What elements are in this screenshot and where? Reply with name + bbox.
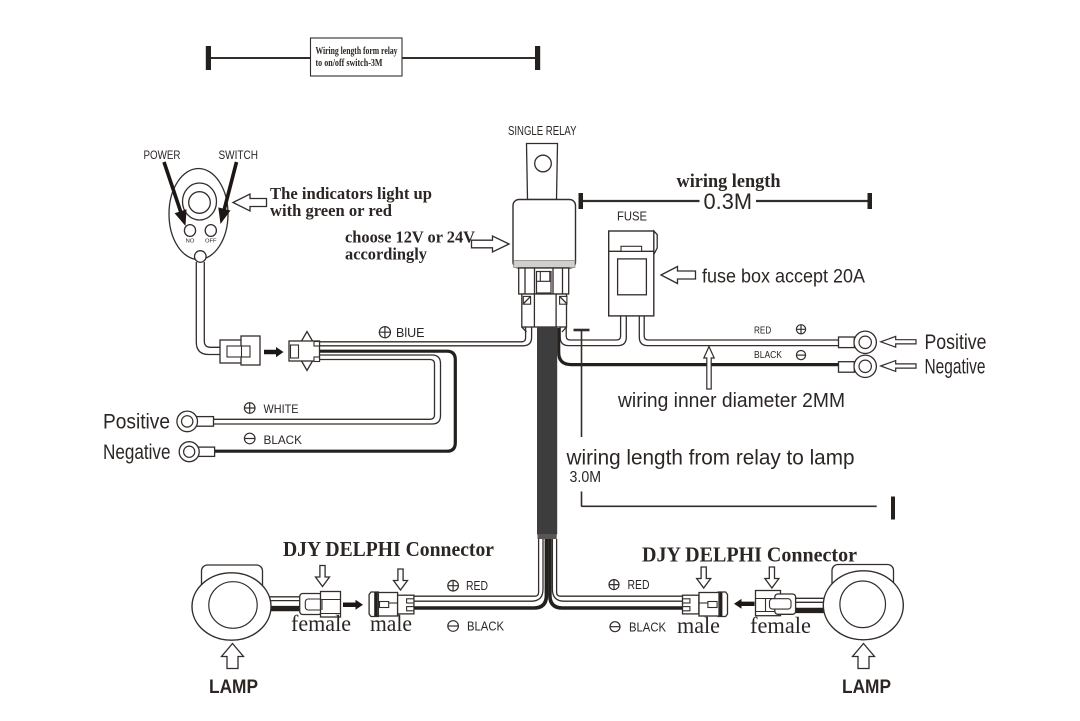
svg-text:3.0M: 3.0M — [570, 469, 602, 486]
svg-text:RED: RED — [754, 324, 772, 336]
svg-text:BLACK: BLACK — [754, 349, 782, 361]
svg-text:NO: NO — [186, 238, 195, 244]
svg-text:BLACK: BLACK — [467, 619, 505, 633]
svg-text:0.3M: 0.3M — [704, 189, 753, 214]
svg-text:wiring length from relay to la: wiring length from relay to lamp — [566, 447, 855, 470]
svg-text:wiring length: wiring length — [677, 171, 781, 192]
svg-text:POWER: POWER — [144, 148, 181, 162]
svg-text:choose 12V or 24V: choose 12V or 24V — [345, 228, 476, 247]
svg-text:SWITCH: SWITCH — [219, 148, 259, 162]
svg-text:to on/off switch-3M: to on/off switch-3M — [316, 58, 383, 69]
svg-text:Positive: Positive — [925, 331, 987, 354]
svg-text:female: female — [750, 613, 811, 638]
svg-text:Negative: Negative — [925, 356, 986, 379]
svg-text:BlUE: BlUE — [396, 325, 425, 340]
svg-text:DJY DELPHI Connector: DJY DELPHI Connector — [283, 537, 494, 561]
svg-text:BLACK: BLACK — [629, 620, 667, 634]
svg-text:OFF: OFF — [205, 238, 217, 244]
svg-text:SINGLE RELAY: SINGLE RELAY — [508, 124, 577, 138]
svg-text:Positive: Positive — [103, 411, 170, 434]
svg-text:DJY DELPHI Connector: DJY DELPHI Connector — [642, 542, 857, 566]
svg-text:LAMP: LAMP — [209, 676, 258, 698]
svg-text:wiring inner diameter 2MM: wiring inner diameter 2MM — [617, 389, 845, 412]
svg-text:accordingly: accordingly — [345, 245, 427, 264]
svg-text:Wiring length form relay: Wiring length form relay — [316, 46, 398, 57]
svg-text:fuse box accept 20A: fuse box accept 20A — [702, 265, 865, 287]
svg-text:with green or red: with green or red — [270, 201, 393, 220]
svg-text:The indicators light up: The indicators light up — [270, 184, 432, 203]
svg-text:LAMP: LAMP — [842, 676, 891, 698]
svg-text:female: female — [291, 611, 351, 636]
svg-text:WHITE: WHITE — [264, 402, 299, 416]
svg-text:RED: RED — [466, 579, 488, 593]
svg-text:Negative: Negative — [103, 441, 171, 464]
svg-text:BLACK: BLACK — [264, 433, 303, 447]
svg-text:male: male — [370, 611, 412, 636]
svg-text:RED: RED — [628, 578, 650, 592]
svg-text:FUSE: FUSE — [617, 209, 647, 224]
svg-text:male: male — [677, 613, 720, 638]
